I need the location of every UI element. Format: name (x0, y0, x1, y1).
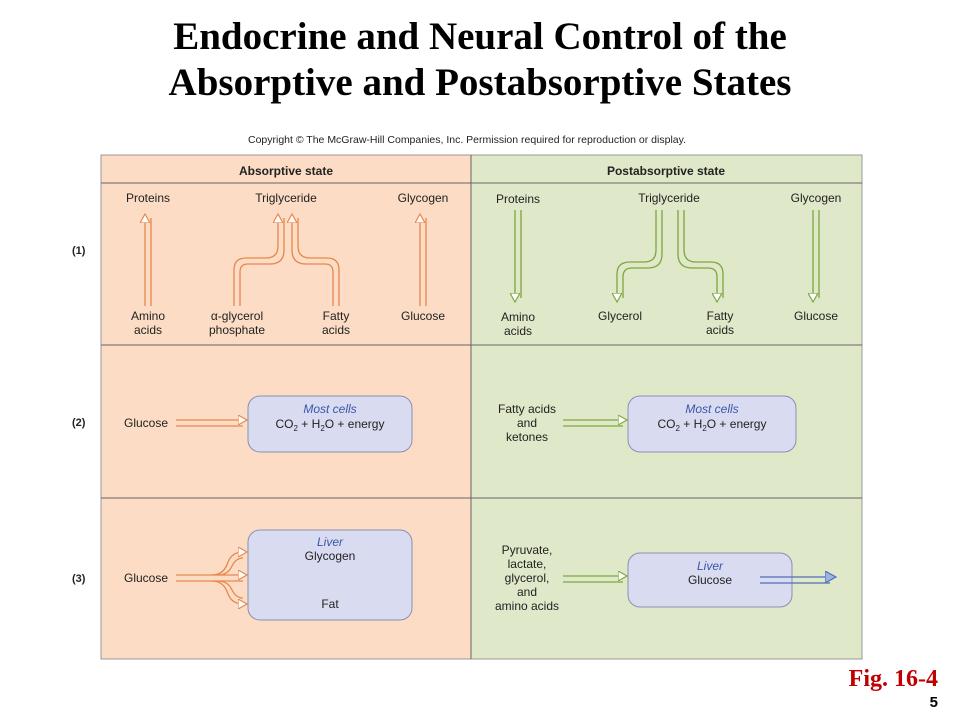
post-precursors-label-2: lactate, (508, 557, 547, 571)
abs-fatty-acids-label-1: Fatty (323, 309, 350, 323)
post-triglyceride-to-glycerol-arrow (617, 210, 663, 298)
abs-row3-glucose-label: Glucose (124, 571, 168, 585)
post-fatty-acids-to-cells-arrow (563, 420, 623, 427)
abs-row2-glucose-label: Glucose (124, 416, 168, 430)
abs-amino-to-proteins-arrow (145, 218, 152, 306)
post-cellular-respiration-text: CO2 + H2O + energy (658, 417, 767, 433)
post-precursors-label-5: amino acids (495, 599, 559, 613)
row-label-3: (3) (72, 573, 86, 585)
post-glycerol-label: Glycerol (598, 309, 642, 323)
post-liver-title: Liver (697, 559, 724, 573)
post-amino-label-2: acids (504, 324, 532, 338)
abs-glucose-label: Glucose (401, 309, 445, 323)
abs-glucose-to-cells-arrow (176, 420, 243, 427)
abs-amino-label-1: Amino (131, 309, 165, 323)
abs-glycerol-phosphate-label-1: α-glycerol (211, 309, 263, 323)
post-precursors-label-4: and (517, 585, 537, 599)
abs-liver-title: Liver (317, 535, 344, 549)
title-line-1: Endocrine and Neural Control of the (173, 15, 787, 58)
post-proteins-label: Proteins (496, 192, 540, 206)
abs-fatty-acids-label-2: acids (322, 323, 350, 337)
post-fatty-acids-label-1: Fatty (707, 309, 734, 323)
post-triglyceride-label: Triglyceride (638, 191, 700, 205)
abs-glucose-to-liver-arrows (176, 552, 243, 604)
page-number: 5 (929, 694, 938, 711)
copyright-notice: Copyright © The McGraw-Hill Companies, I… (247, 134, 687, 146)
figure-label: Fig. 16-4 (848, 666, 938, 692)
post-precursors-label-1: Pyruvate, (502, 543, 553, 557)
abs-triglyceride-label: Triglyceride (255, 191, 317, 205)
abs-fatty-acids-to-triglyceride-arrow (292, 218, 340, 306)
abs-amino-label-2: acids (134, 323, 162, 337)
abs-glycerol-phosphate-to-triglyceride-arrow (233, 218, 285, 306)
post-fatty-acids-ketones-label-3: ketones (506, 430, 548, 444)
slide-title: Endocrine and Neural Control of the Abso… (0, 14, 960, 106)
abs-glycerol-phosphate-label-2: phosphate (209, 323, 265, 337)
abs-liver-box (247, 529, 413, 621)
post-liver-box (627, 552, 793, 608)
abs-glycogen-label: Glycogen (398, 191, 449, 205)
absorptive-header: Absorptive state (239, 164, 333, 178)
post-precursors-to-liver-arrow (563, 576, 623, 583)
glucose-release-arrow (760, 577, 830, 584)
row-label-2: (2) (72, 417, 86, 429)
abs-most-cells-box (247, 395, 413, 453)
postabsorptive-header: Postabsorptive state (607, 164, 725, 178)
post-amino-label-1: Amino (501, 310, 535, 324)
post-precursors-label-3: glycerol, (505, 571, 550, 585)
post-fatty-acids-ketones-label-2: and (517, 416, 537, 430)
row-label-1: (1) (72, 245, 86, 257)
post-most-cells-box (627, 395, 797, 453)
abs-most-cells-title: Most cells (303, 402, 356, 416)
post-most-cells-title: Most cells (685, 402, 738, 416)
abs-liver-glycogen: Glycogen (305, 549, 356, 563)
post-proteins-to-amino-arrow (515, 210, 522, 298)
post-glycogen-to-glucose-arrow (813, 210, 820, 298)
abs-proteins-label: Proteins (126, 191, 170, 205)
post-fatty-acids-label-2: acids (706, 323, 734, 337)
post-glucose-label: Glucose (794, 309, 838, 323)
post-triglyceride-to-fatty-acids-arrow (677, 210, 724, 298)
abs-liver-fat: Fat (321, 597, 339, 611)
post-liver-glucose: Glucose (688, 573, 732, 587)
abs-glucose-to-glycogen-arrow (420, 218, 427, 306)
abs-cellular-respiration-text: CO2 + H2O + energy (276, 417, 385, 433)
post-glycogen-label: Glycogen (791, 191, 842, 205)
post-fatty-acids-ketones-label-1: Fatty acids (498, 402, 556, 416)
title-line-2: Absorptive and Postabsorptive States (168, 61, 792, 104)
